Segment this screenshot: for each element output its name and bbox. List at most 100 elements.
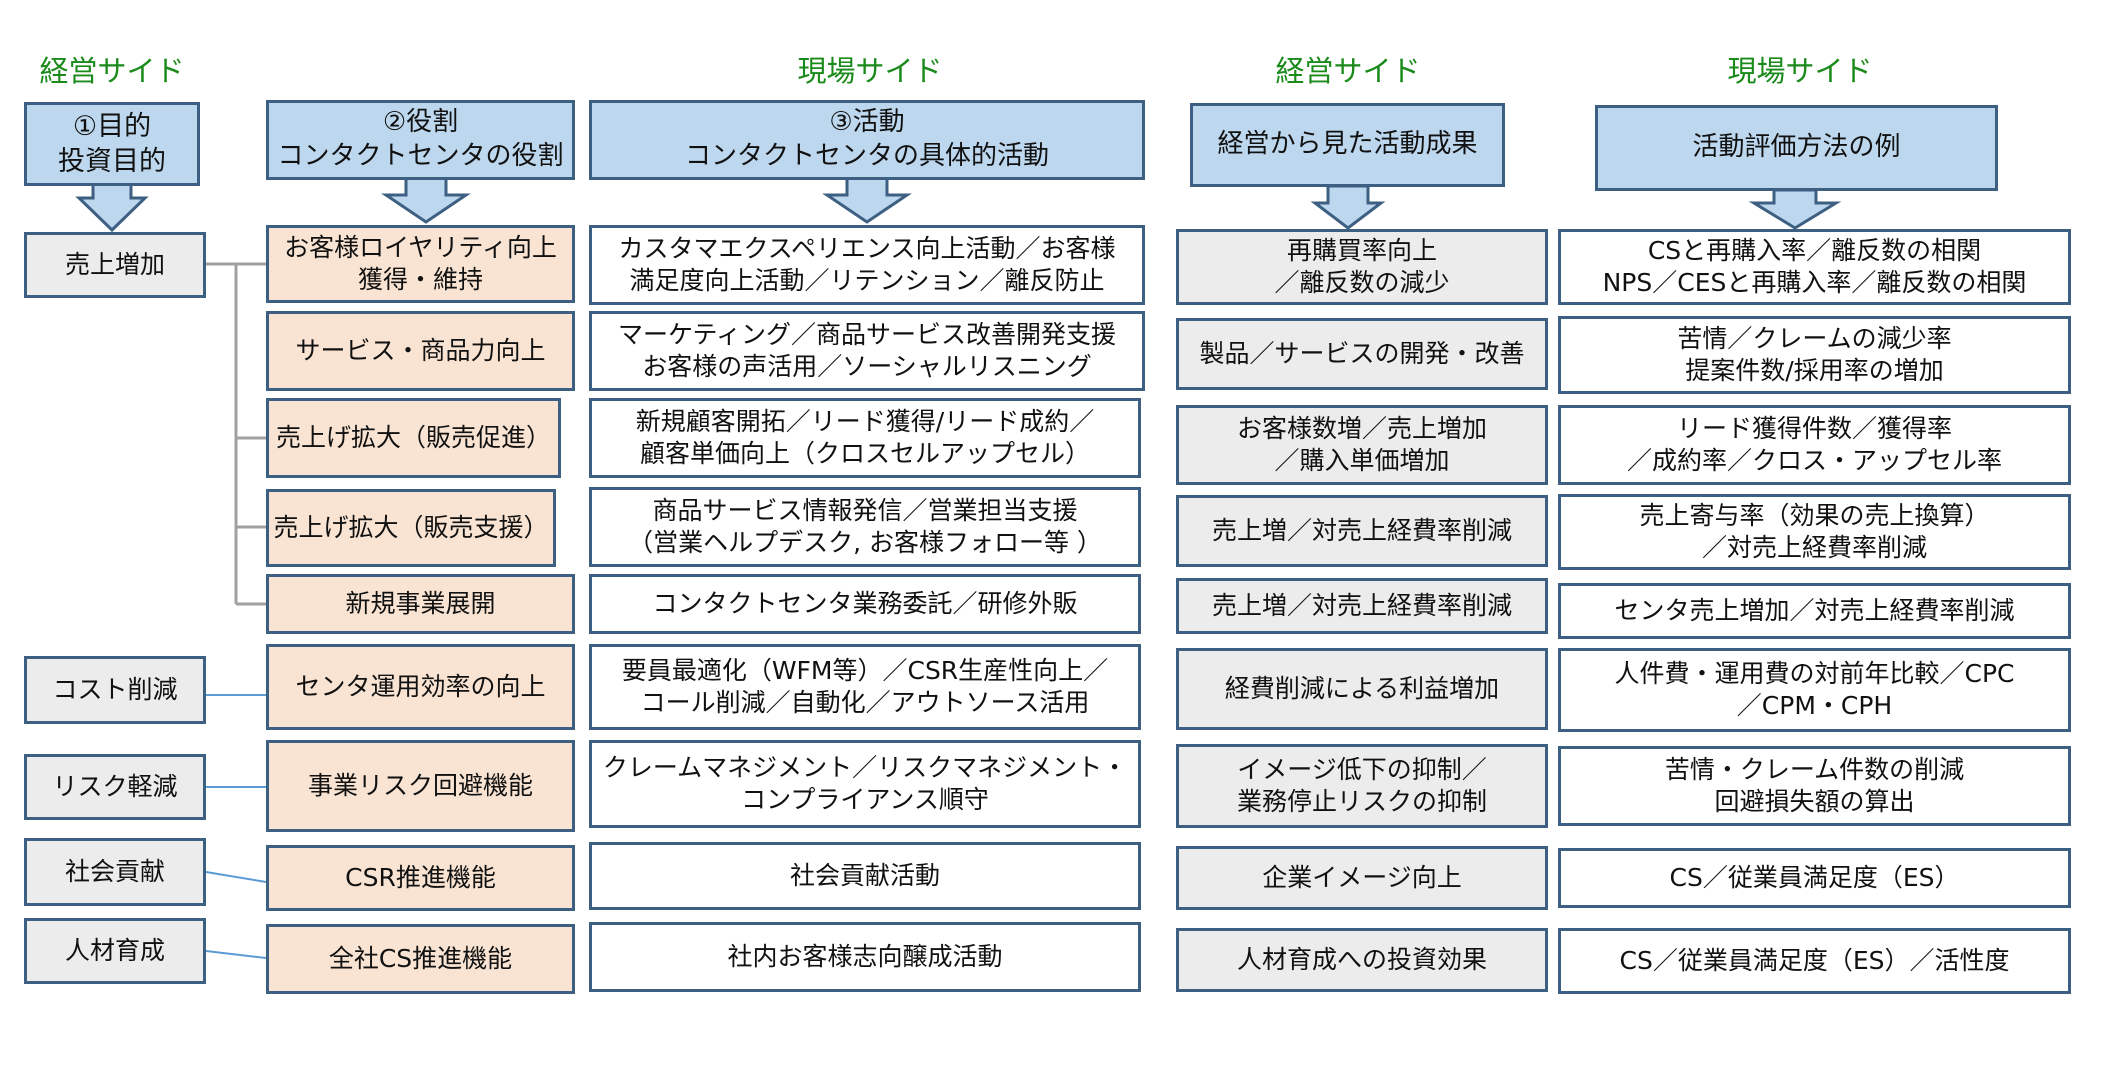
activity-line2: 満足度向上活動／リテンション／離反防止 [629,266,1105,295]
header-2-arrow [381,176,471,224]
activity-line1: カスタマエクスペリエンス向上活動／お客様 [618,233,1116,263]
activity-line2: コンプライアンス順守 [741,785,989,814]
evaluation-line2: 提案件数/採用率の増加 [1685,356,1944,385]
result-line1: 人材育成への投資効果 [1236,944,1487,974]
result-line1: お客様数増／売上増加 [1236,413,1487,443]
role-sales-support: 売上げ拡大（販売支援） [266,489,556,567]
result-line1: 経費削減による利益増加 [1224,673,1500,703]
activity-line2: （営業ヘルプデスク, お客様フォロー等 ） [628,528,1102,557]
activity-marketing: マーケティング／商品サービス改善開発支援 お客様の声活用／ソーシャルリスニング [589,311,1145,391]
header-role-line2: コンタクトセンタの役割 [277,141,564,171]
result-line1: 企業イメージ向上 [1262,862,1462,892]
activity-social: 社会貢献活動 [589,842,1141,910]
purpose-sales-increase: 売上増加 [24,232,206,298]
purpose-label: 売上増加 [64,249,165,279]
side-label-field-2: 現場サイド [1727,54,1873,88]
role-center-efficiency: センタ運用効率の向上 [266,644,575,730]
result-sales-cost-1: 売上増／対売上経費率削減 [1176,495,1548,567]
purpose-label: リスク軽減 [52,771,178,801]
result-line1: イメージ低下の抑制／ [1237,754,1487,784]
result-customer-growth: お客様数増／売上増加 ／購入単価増加 [1176,405,1548,485]
purpose-social-contribution: 社会貢献 [24,838,206,906]
role-line1: 事業リスク回避機能 [307,770,533,800]
role-service-product: サービス・商品力向上 [266,311,575,391]
activity-line2: お客様の声活用／ソーシャルリスニング [642,352,1092,381]
activity-line2: 顧客単価向上（クロスセルアップセル） [639,439,1090,468]
header-purpose-line2: 投資目的 [58,146,166,177]
header-role: ②役割 コンタクトセンタの役割 [266,100,575,180]
header-evaluation: 活動評価方法の例 [1595,105,1998,191]
header-1-arrow [75,181,149,233]
result-line1: 売上増／対売上経費率削減 [1211,590,1512,620]
evaluation-line1: リード獲得件数／獲得率 [1676,413,1952,443]
role-line1: 新規事業展開 [345,588,496,618]
side-label-management-2: 経営サイド [1275,54,1421,88]
result-profit: 経費削減による利益増加 [1176,648,1548,730]
role-csr: CSR推進機能 [266,845,575,911]
activity-internal: 社内お客様志向醸成活動 [589,922,1141,992]
purpose-label: 社会貢献 [64,856,165,886]
side-label-field-1: 現場サイド [797,54,943,88]
result-product-development: 製品／サービスの開発・改善 [1176,318,1548,390]
role-new-business: 新規事業展開 [266,574,575,634]
result-line1: 売上増／対売上経費率削減 [1211,515,1512,545]
result-hr-investment: 人材育成への投資効果 [1176,928,1548,992]
result-repurchase: 再購買率向上 ／離反数の減少 [1176,229,1548,305]
activity-line1: 社会貢献活動 [789,860,940,890]
purpose-human-resources: 人材育成 [24,918,206,984]
header-4-arrow [1310,184,1386,230]
evaluation-line2: ／成約率／クロス・アップセル率 [1626,446,2002,475]
role-line1: CSR推進機能 [345,862,496,892]
result-image-risk: イメージ低下の抑制／ 業務停止リスクの抑制 [1176,744,1548,828]
activity-line1: コンタクトセンタ業務委託／研修外販 [652,588,1078,618]
activity-new-customers: 新規顧客開拓／リード獲得/リード成約／ 顧客単価向上（クロスセルアップセル） [589,398,1141,478]
evaluation-line1: CSと再購入率／離反数の相関 [1647,235,1982,265]
evaluation-line1: 人件費・運用費の対前年比較／CPC [1614,658,2015,688]
purpose-label: コスト削減 [52,674,178,704]
result-line1: 製品／サービスの開発・改善 [1199,338,1525,368]
header-activity: ③活動 コンタクトセンタの具体的活動 [589,100,1145,180]
activity-line1: マーケティング／商品サービス改善開発支援 [617,319,1116,349]
evaluation-leads: リード獲得件数／獲得率 ／成約率／クロス・アップセル率 [1558,405,2071,485]
role-line1: 売上げ拡大（販売促進） [276,422,552,452]
evaluation-line2: ／CPM・CPH [1736,691,1893,720]
purpose-label: 人材育成 [64,935,165,965]
header-activity-line1: ③活動 [829,107,905,138]
evaluation-sales-contribution: 売上寄与率（効果の売上換算） ／対売上経費率削減 [1558,494,2071,570]
evaluation-line1: 苦情／クレームの減少率 [1677,323,1952,353]
role-line1: 全社CS推進機能 [328,943,513,973]
header-result: 経営から見た活動成果 [1190,103,1505,187]
header-3-arrow [822,176,912,224]
activity-line1: 商品サービス情報発信／営業担当支援 [652,495,1078,525]
role-line1: 売上げ拡大（販売支援） [273,512,549,542]
result-line1: 再購買率向上 [1286,235,1437,265]
evaluation-line1: センタ売上増加／対売上経費率削減 [1614,595,2015,625]
evaluation-line1: 売上寄与率（効果の売上換算） [1639,500,1990,530]
evaluation-center-sales: センタ売上増加／対売上経費率削減 [1558,583,2071,639]
evaluation-complaints: 苦情／クレームの減少率 提案件数/採用率の増加 [1558,316,2071,394]
activity-outsourcing: コンタクトセンタ業務委託／研修外販 [589,574,1141,634]
role-risk-avoidance: 事業リスク回避機能 [266,740,575,832]
result-sales-cost-2: 売上増／対売上経費率削減 [1176,578,1548,634]
side-label-management-1: 経営サイド [39,54,185,88]
activity-customer-experience: カスタマエクスペリエンス向上活動／お客様 満足度向上活動／リテンション／離反防止 [589,225,1145,305]
result-line2: ／離反数の減少 [1274,268,1450,297]
header-activity-line2: コンタクトセンタの具体的活動 [684,141,1049,171]
activity-risk-management: クレームマネジメント／リスクマネジメント・ コンプライアンス順守 [589,740,1141,828]
role-line2: 獲得・維持 [357,265,483,294]
header-5-arrow [1748,188,1842,230]
activity-line2: コール削減／自動化／アウトソース活用 [640,688,1090,717]
role-sales-promotion: 売上げ拡大（販売促進） [266,398,561,478]
evaluation-line2: ／対売上経費率削減 [1701,533,1927,562]
evaluation-line1: CS／従業員満足度（ES） [1669,862,1960,892]
evaluation-complaint-count: 苦情・クレーム件数の削減 回避損失額の算出 [1558,746,2071,826]
evaluation-repurchase: CSと再購入率／離反数の相関 NPS／CESと再購入率／離反数の相関 [1558,229,2071,305]
activity-line1: 社内お客様志向醸成活動 [727,941,1003,971]
role-line1: センタ運用効率の向上 [295,671,546,701]
evaluation-cost-comparison: 人件費・運用費の対前年比較／CPC ／CPM・CPH [1558,648,2071,732]
header-role-line1: ②役割 [382,107,459,138]
header-purpose: ①目的 投資目的 [24,102,200,186]
result-line2: ／購入単価増加 [1274,446,1450,475]
result-line2: 業務停止リスクの抑制 [1236,787,1487,816]
